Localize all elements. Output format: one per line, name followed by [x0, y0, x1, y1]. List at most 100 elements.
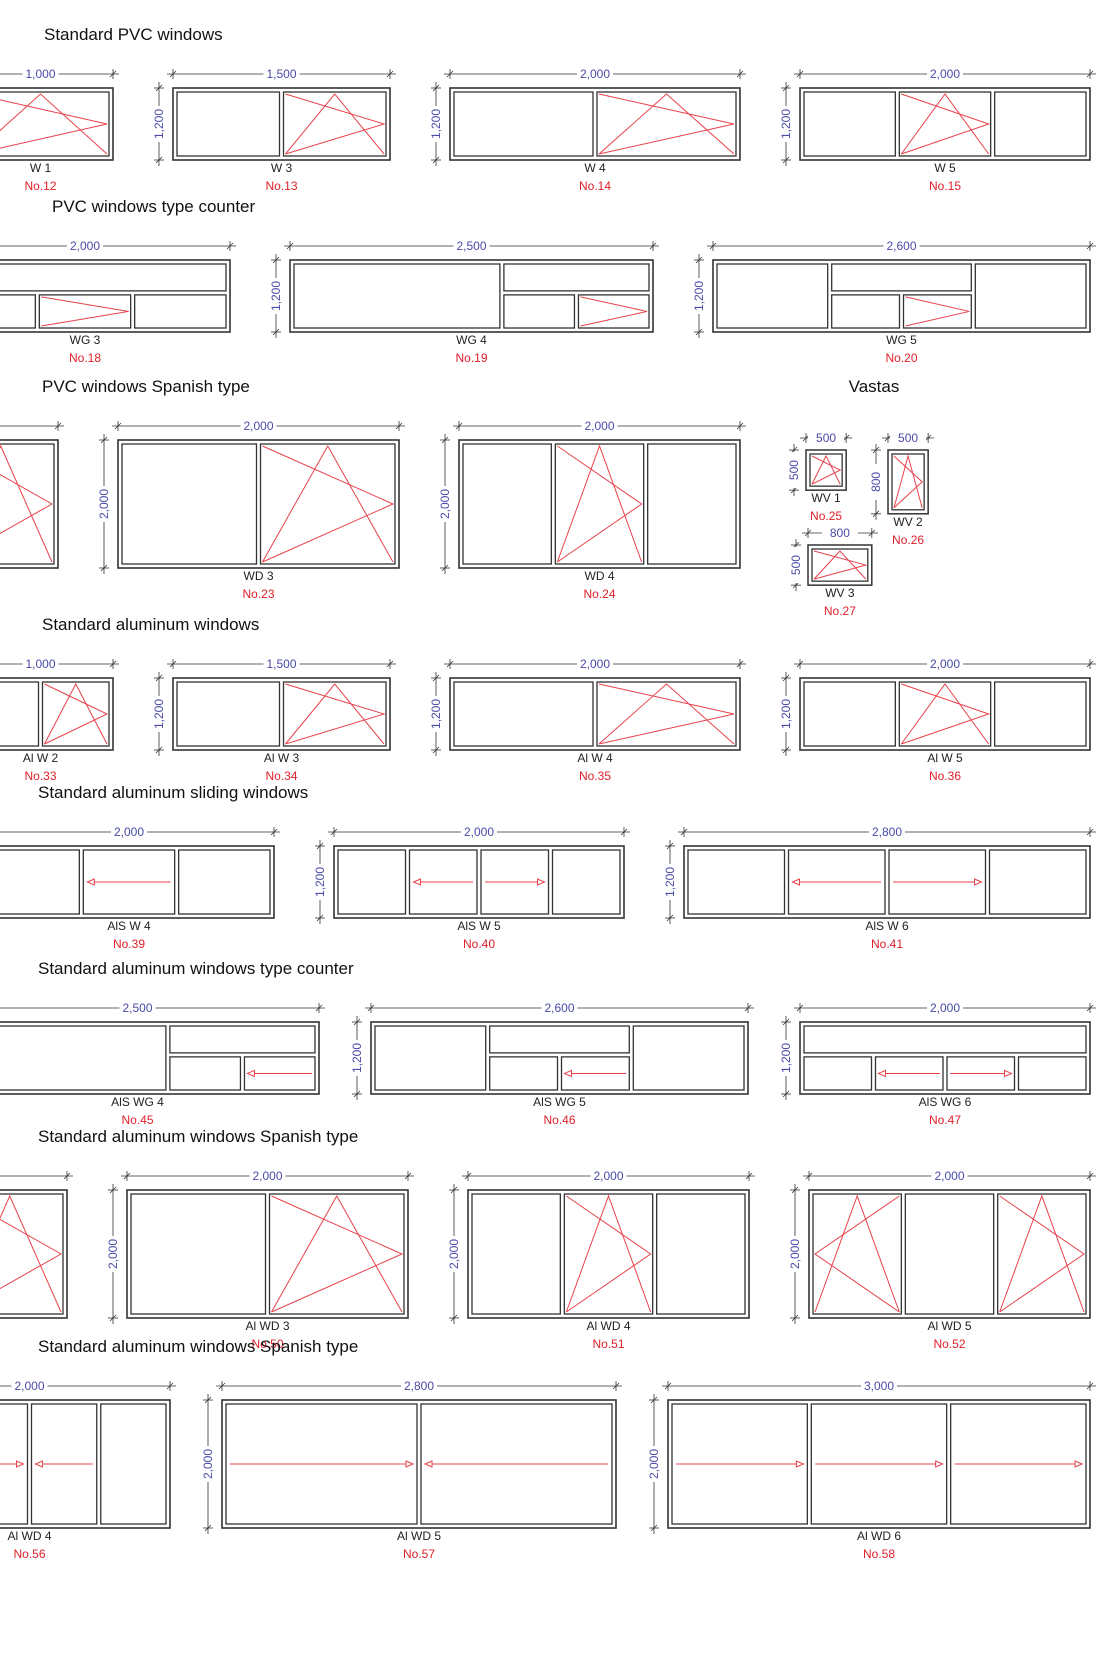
window-number: No.25	[810, 509, 842, 523]
opening-line	[814, 1195, 900, 1313]
section-4: Standard aluminum sliding windows1,5001,…	[0, 783, 1096, 951]
opening-line	[44, 682, 108, 745]
section-title: Standard aluminum windows type counter	[38, 959, 354, 978]
width-dimension: 2,000	[593, 1169, 623, 1183]
window-number: No.47	[929, 1113, 961, 1127]
opening-line	[565, 1194, 652, 1313]
window-number: No.18	[69, 351, 101, 365]
width-dimension: 2,000	[930, 1001, 960, 1015]
window-number: No.26	[892, 533, 924, 547]
window-label: AlS W 4	[107, 919, 151, 933]
window-label: Al WD 5	[397, 1529, 441, 1543]
height-dimension: 1,200	[350, 1043, 364, 1073]
width-dimension: 2,000	[70, 239, 100, 253]
slide-arrow	[423, 1460, 433, 1468]
height-dimension: 1,200	[429, 699, 443, 729]
height-dimension: 1,200	[663, 867, 677, 897]
width-dimension: 500	[898, 431, 918, 445]
section-title: Standard aluminum windows Spanish type	[38, 1337, 358, 1356]
width-dimension: 500	[816, 431, 836, 445]
window-number: No.52	[933, 1337, 965, 1351]
window-number: No.20	[885, 351, 917, 365]
window-label: WG 4	[456, 333, 487, 347]
window-number: No.34	[265, 769, 297, 783]
opening-line	[598, 683, 735, 745]
width-dimension: 2,500	[456, 239, 486, 253]
opening-line	[0, 444, 53, 563]
slide-arrow	[16, 1460, 25, 1468]
section-title: Standard aluminum sliding windows	[38, 783, 308, 802]
width-dimension: 2,000	[930, 657, 960, 671]
window-label: Al WD 5	[927, 1319, 971, 1333]
opening-line	[0, 1218, 63, 1290]
window-number: No.58	[863, 1547, 895, 1561]
opening-line	[0, 99, 108, 149]
height-dimension: 500	[787, 460, 801, 480]
window-label: W 5	[934, 161, 956, 175]
window-number: No.19	[455, 351, 487, 365]
height-dimension: 2,000	[447, 1239, 461, 1269]
window-number: No.45	[121, 1113, 153, 1127]
window-number: No.51	[592, 1337, 624, 1351]
height-dimension: 2,000	[788, 1239, 802, 1269]
width-dimension: 2,000	[584, 419, 614, 433]
width-dimension: 2,800	[404, 1379, 434, 1393]
width-dimension: 2,800	[872, 825, 902, 839]
window-label: AlS W 6	[865, 919, 909, 933]
height-dimension: 1,200	[692, 281, 706, 311]
opening-line	[262, 444, 394, 563]
section-6: Standard aluminum windows Spanish type 1,…	[0, 1127, 1096, 1351]
window-number: No.46	[543, 1113, 575, 1127]
height-dimension: 800	[869, 472, 883, 492]
opening-line	[41, 296, 129, 327]
window-number: No.13	[265, 179, 297, 193]
window-label: Al WD 3	[245, 1319, 289, 1333]
opening-line	[900, 93, 990, 155]
section-title: Standard aluminum windows Spanish type	[38, 1127, 358, 1146]
window-number: No.14	[579, 179, 611, 193]
window-label: WG 5	[886, 333, 917, 347]
window-label: W 1	[30, 161, 52, 175]
slide-arrow	[246, 1069, 255, 1078]
window-number: No.15	[929, 179, 961, 193]
window-number: No.41	[871, 937, 903, 951]
opening-line	[999, 1194, 1085, 1313]
window-number: No.36	[929, 769, 961, 783]
width-dimension: 2,600	[544, 1001, 574, 1015]
window-label: AlS WG 5	[533, 1095, 586, 1109]
opening-line	[0, 93, 108, 155]
opening-line	[893, 455, 923, 509]
width-dimension: 2,600	[886, 239, 916, 253]
height-dimension: 1,200	[313, 867, 327, 897]
width-dimension: 2,000	[580, 657, 610, 671]
window-label: W 4	[584, 161, 606, 175]
height-dimension: 1,200	[779, 1043, 793, 1073]
window-label: AlS W 5	[457, 919, 501, 933]
opening-line	[811, 455, 842, 485]
opening-line	[901, 93, 991, 155]
width-dimension: 3,000	[864, 1379, 894, 1393]
slide-arrow	[877, 1069, 886, 1078]
slide-arrow	[974, 878, 983, 886]
window-wg-5: 2,600 1,200 WG 5 No.20	[692, 239, 1096, 365]
window-number: No.35	[579, 769, 611, 783]
width-dimension: 2,000	[243, 419, 273, 433]
height-dimension: 1,200	[779, 699, 793, 729]
section-title: Standard aluminum windows	[42, 615, 259, 634]
width-dimension: 1,500	[266, 657, 296, 671]
opening-line	[900, 683, 990, 745]
